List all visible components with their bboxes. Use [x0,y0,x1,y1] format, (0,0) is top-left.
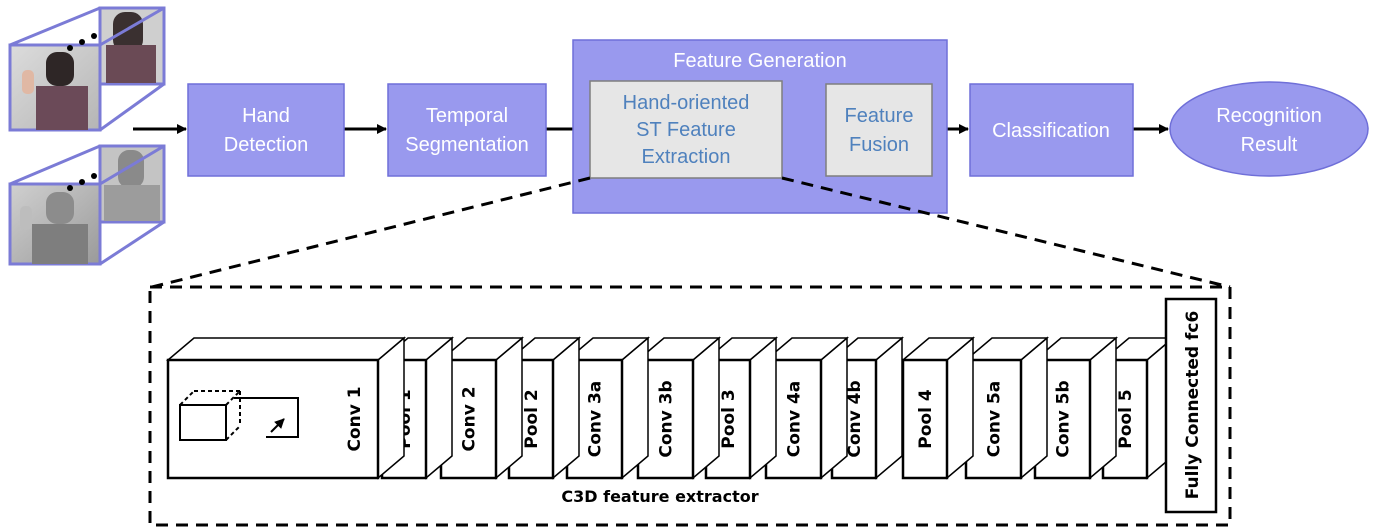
c3d-container [148,285,1232,527]
feature-generation-box: Feature Generation Hand-oriented ST Feat… [572,39,948,214]
c3d-layer-pool-4: Pool 4 [900,336,976,480]
temporal-segmentation-label-1: Temporal [426,105,508,127]
st-feature-label-2: ST Feature [636,119,736,141]
recognition-result-label-1: Recognition [1216,105,1322,127]
hand-detection-label-2: Detection [224,134,309,156]
st-feature-label-1: Hand-oriented [623,92,750,114]
temporal-segmentation-label-2: Segmentation [405,134,528,156]
fc6-block: Fully Connected fc6 [1164,297,1218,514]
recognition-result-label-2: Result [1241,134,1298,156]
c3d-layer-conv-3b: Conv 3b [635,336,722,480]
c3d-layer-conv-5a: Conv 5a [963,336,1050,480]
c3d-layer-conv-1: Conv 1 [165,336,407,480]
st-feature-label-3: Extraction [642,146,731,168]
recognition-result-ellipse: Recognition Result [1169,81,1369,177]
feature-fusion-label-1: Feature [845,105,914,127]
fc6-label: Fully Connected fc6 [1183,311,1203,500]
c3d-layer-label-pool-5: Pool 5 [1116,389,1136,448]
classification-box: Classification [969,83,1134,177]
c3d-layer-label-pool-2: Pool 2 [522,389,542,448]
feature-fusion-box: Feature Fusion [825,83,933,177]
c3d-caption: C3D feature extractor [561,487,758,506]
depth-frames-image [8,144,166,266]
hand-detection-box: Hand Detection [187,83,345,177]
c3d-layer-label-conv-1: Conv 1 [345,386,365,451]
conv1-kernel-icon [179,390,299,441]
c3d-layer-conv-2: Conv 2 [438,336,525,480]
feature-fusion-label-2: Fusion [849,134,909,156]
c3d-layer-label-conv-5a: Conv 5a [985,381,1005,458]
rgb-frames-image [8,6,166,132]
c3d-layer-label-pool-4: Pool 4 [916,389,936,449]
c3d-layer-label-conv-2: Conv 2 [460,386,480,451]
c3d-layer-label-conv-4b: Conv 4b [845,380,865,457]
classification-label: Classification [992,120,1110,142]
feature-generation-label: Feature Generation [673,50,846,72]
temporal-segmentation-box: Temporal Segmentation [387,83,547,177]
c3d-layer-label-conv-3a: Conv 3a [586,381,606,458]
c3d-layer-conv-3a: Conv 3a [564,336,651,480]
c3d-layer-conv-4a: Conv 4a [763,336,850,480]
zoom-lines [151,176,1231,289]
hand-detection-label-1: Hand [242,105,290,127]
c3d-layer-label-pool-3: Pool 3 [719,389,739,448]
c3d-layer-label-conv-4a: Conv 4a [785,381,805,458]
c3d-layer-label-conv-5b: Conv 5b [1054,380,1074,457]
c3d-blocks: Pool 5 Conv 5b Conv 5a Pool 4 Conv 4b Conv 4a… [165,336,1176,480]
c3d-layer-label-conv-3b: Conv 3b [657,380,677,457]
st-feature-extraction-box: Hand-oriented ST Feature Extraction [589,80,783,179]
